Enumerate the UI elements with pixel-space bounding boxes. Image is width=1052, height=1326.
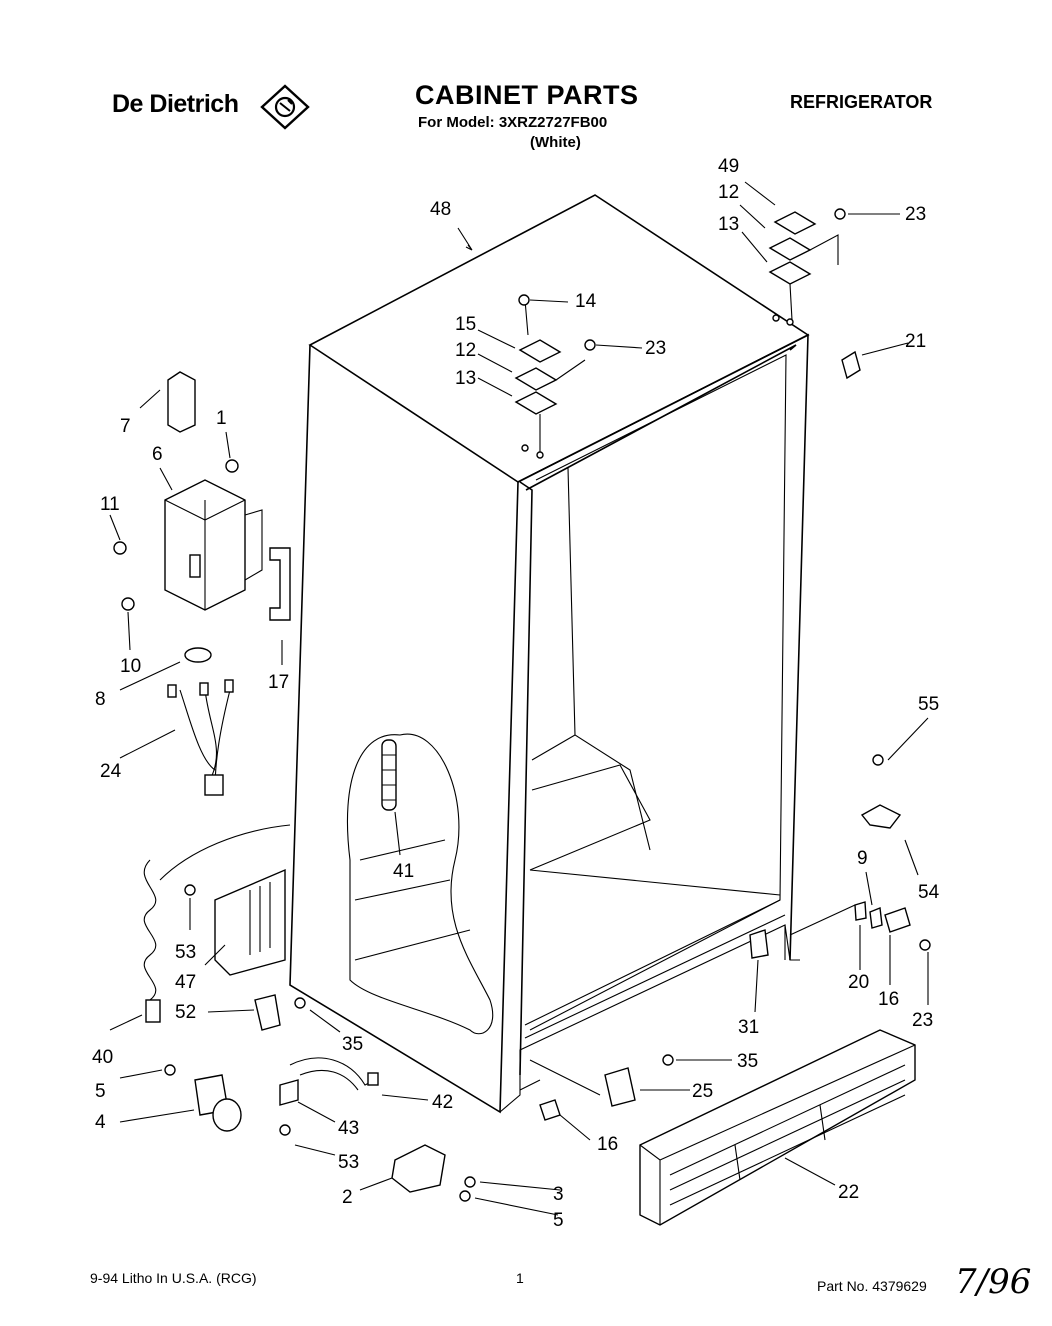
center-hinge-assembly xyxy=(514,294,596,459)
page-number: 1 xyxy=(516,1270,524,1286)
callout-22: 22 xyxy=(838,1182,859,1203)
right-hinge-assembly xyxy=(768,208,846,326)
callout-6: 6 xyxy=(152,444,163,465)
callout-2: 2 xyxy=(342,1187,353,1208)
callout-31: 31 xyxy=(738,1017,759,1038)
callout-55: 55 xyxy=(918,694,939,715)
callout-43: 43 xyxy=(338,1118,359,1139)
callout-5: 5 xyxy=(553,1210,564,1231)
model-number: For Model: 3XRZ2727FB00 xyxy=(418,114,608,131)
model-color: (White) xyxy=(530,134,581,151)
handwritten-date: 7/96 xyxy=(955,1262,1032,1302)
toe-grille xyxy=(639,1029,916,1226)
callout-16: 16 xyxy=(878,989,899,1010)
callout-12: 12 xyxy=(718,182,739,203)
callout-54: 54 xyxy=(918,882,940,903)
callout-52: 52 xyxy=(175,1002,196,1023)
callout-4: 4 xyxy=(95,1112,106,1133)
callout-23: 23 xyxy=(645,338,666,359)
callout-10: 10 xyxy=(120,656,141,677)
part-number: Part No. 4379629 xyxy=(817,1278,927,1294)
callout-13: 13 xyxy=(455,368,476,389)
callout-24: 24 xyxy=(100,761,122,782)
callout-48: 48 xyxy=(430,199,451,220)
appliance-category: REFRIGERATOR xyxy=(790,92,933,112)
callout-53: 53 xyxy=(338,1152,359,1173)
callout-17: 17 xyxy=(268,672,289,693)
callout-23: 23 xyxy=(912,1010,933,1031)
callout-1: 1 xyxy=(216,408,227,429)
callout-7: 7 xyxy=(120,416,131,437)
callout-40: 40 xyxy=(92,1047,113,1068)
callout-23: 23 xyxy=(905,204,926,225)
callout-20: 20 xyxy=(848,972,869,993)
callout-41: 41 xyxy=(393,861,414,882)
callout-13: 13 xyxy=(718,214,739,235)
callout-5: 5 xyxy=(95,1081,106,1102)
callout-12: 12 xyxy=(455,340,476,361)
cabinet-body xyxy=(289,194,810,1114)
right-side-parts xyxy=(789,350,931,951)
page-title: CABINET PARTS xyxy=(415,80,639,110)
callout-14: 14 xyxy=(575,291,597,312)
callout-11: 11 xyxy=(100,494,120,515)
callout-9: 9 xyxy=(857,848,868,869)
brand-name: De Dietrich xyxy=(112,90,239,118)
control-components xyxy=(113,371,291,796)
callout-49: 49 xyxy=(718,156,739,177)
callout-8: 8 xyxy=(95,689,106,710)
de-dietrich-diamond-logo-icon xyxy=(260,84,310,130)
callout-16: 16 xyxy=(597,1134,618,1155)
callout-53: 53 xyxy=(175,942,196,963)
callout-25: 25 xyxy=(692,1081,713,1102)
callout-3: 3 xyxy=(553,1184,564,1205)
callout-15: 15 xyxy=(455,314,476,335)
power-cord-and-terminal xyxy=(143,824,306,1031)
callout-21: 21 xyxy=(905,331,926,352)
callout-35: 35 xyxy=(737,1051,758,1072)
callout-35: 35 xyxy=(342,1034,363,1055)
callout-47: 47 xyxy=(175,972,196,993)
callout-leaders xyxy=(109,181,929,1216)
callout-42: 42 xyxy=(432,1092,453,1113)
print-info: 9-94 Litho In U.S.A. (RCG) xyxy=(90,1270,257,1286)
callout-numbers: 48 49 12 13 23 14 15 12 13 23 21 7 1 6 1… xyxy=(92,156,940,1231)
